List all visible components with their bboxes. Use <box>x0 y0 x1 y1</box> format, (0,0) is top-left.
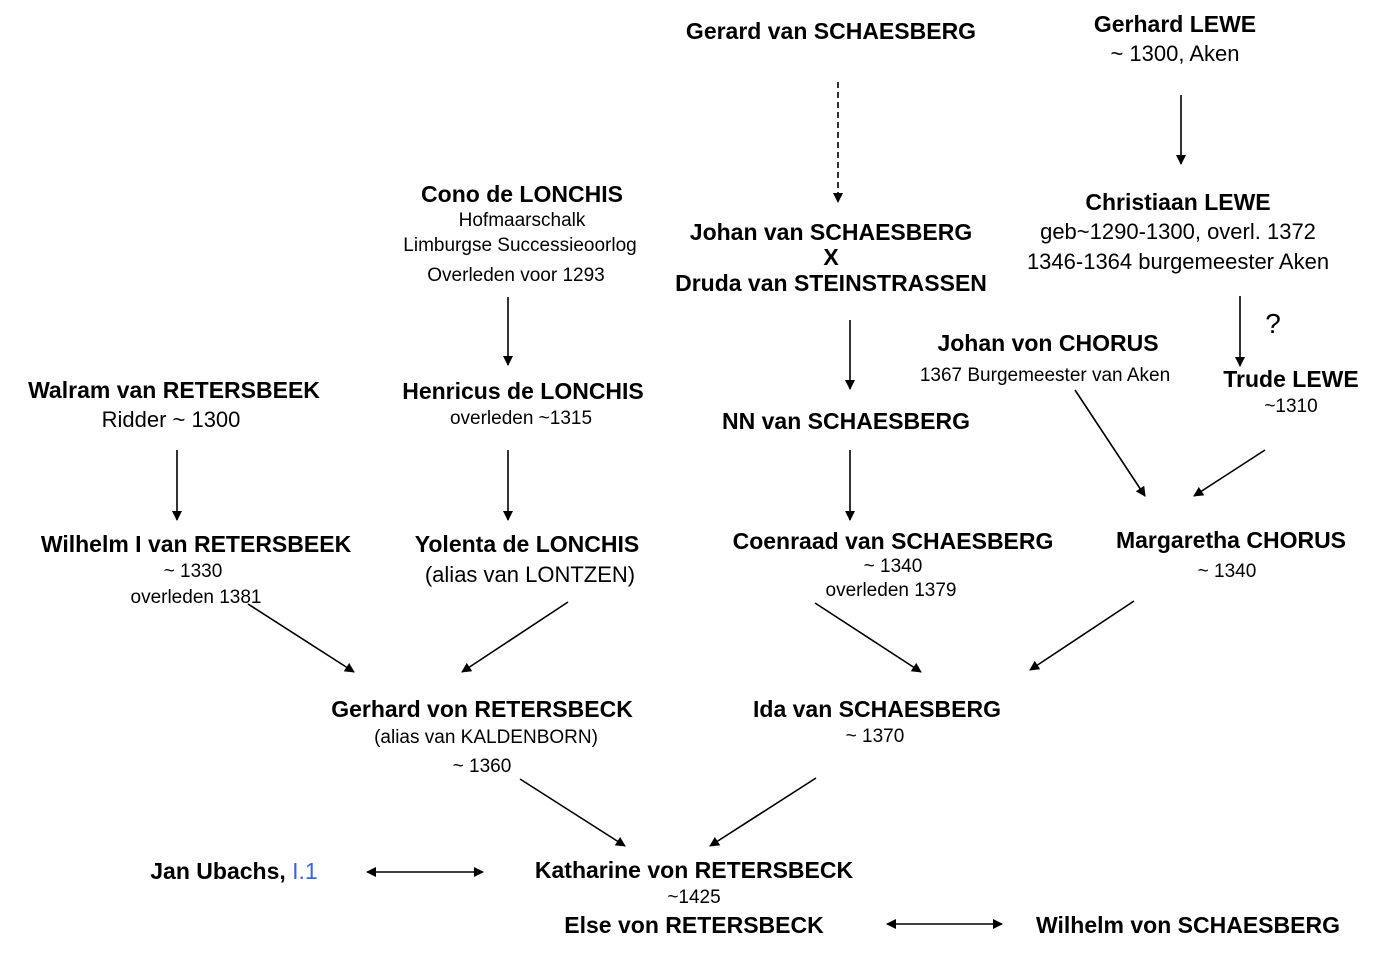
druda-name: Druda van STEINSTRASSEN <box>675 270 987 296</box>
ida-name: Ida van SCHAESBERG <box>753 696 1001 722</box>
trude-name: Trude LEWE <box>1223 366 1359 392</box>
gerard-schaesberg-name: Gerard van SCHAESBERG <box>685 18 977 44</box>
henricus-info: overleden ~1315 <box>449 408 593 429</box>
ida-info: ~ 1370 <box>845 726 905 747</box>
cono-war: Limburgse Successieoorlog <box>403 235 637 256</box>
jan-ubachs-name: Jan Ubachs, <box>150 858 286 884</box>
cono-death: Overleden voor 1293 <box>427 265 605 286</box>
katharine-name: Katharine von RETERSBECK <box>534 857 854 883</box>
katharine-info: ~1425 <box>667 887 721 908</box>
johan-schaesberg-name: Johan van SCHAESBERG <box>689 219 973 245</box>
arrow-ida-to-katharine <box>709 777 817 847</box>
walram-name: Walram van RETERSBEEK <box>28 377 320 403</box>
walram-info: Ridder ~ 1300 <box>101 407 241 432</box>
margaretha-info: ~ 1340 <box>1197 561 1257 582</box>
johan-chorus-info: 1367 Burgemeester van Aken <box>919 365 1171 386</box>
else-name: Else von RETERSBECK <box>564 912 824 938</box>
cono-name: Cono de LONCHIS <box>421 181 623 207</box>
arrow-wilhelm-to-gerhard <box>247 603 355 673</box>
arrow-johan-chorus-to-margaretha <box>1074 389 1146 497</box>
johan-chorus-name: Johan von CHORUS <box>937 330 1159 356</box>
gerhard-lewe-info: ~ 1300, Aken <box>1110 41 1240 66</box>
marriage-x: X <box>823 244 839 270</box>
trude-info: ~1310 <box>1264 396 1318 417</box>
coenraad-name: Coenraad van SCHAESBERG <box>732 528 1054 554</box>
coenraad-born: ~ 1340 <box>863 556 923 577</box>
yolenta-name: Yolenta de LONCHIS <box>414 531 640 557</box>
uncertain-mark: ? <box>1265 308 1281 339</box>
cono-title: Hofmaarschalk <box>458 210 586 231</box>
arrow-coenraad-to-ida <box>814 602 922 673</box>
gerhard-retersbeck-born: ~ 1360 <box>452 756 512 777</box>
margaretha-name: Margaretha CHORUS <box>1115 527 1347 553</box>
gerhard-retersbeck-name: Gerhard von RETERSBECK <box>331 696 633 722</box>
wilhelm-name: Wilhelm I van RETERSBEEK <box>40 531 352 557</box>
arrow-trude-to-margaretha <box>1193 449 1266 497</box>
henricus-name: Henricus de LONCHIS <box>402 378 644 404</box>
nn-name: NN van SCHAESBERG <box>722 408 970 434</box>
reference-link-i1[interactable]: I.1 <box>292 858 318 884</box>
wilhelm-death: overleden 1381 <box>130 587 262 608</box>
yolenta-alias: (alias van LONTZEN) <box>424 562 636 587</box>
arrow-gerhard-to-katharine <box>519 778 626 847</box>
coenraad-death: overleden 1379 <box>825 580 957 601</box>
arrow-yolenta-to-gerhard <box>461 601 569 673</box>
wilhelm-schaesberg-name: Wilhelm von SCHAESBERG <box>1036 912 1340 938</box>
gerhard-lewe-name: Gerhard LEWE <box>1093 11 1257 37</box>
christiaan-dates: geb~1290-1300, overl. 1372 <box>1040 219 1316 244</box>
gerhard-retersbeck-alias: (alias van KALDENBORN) <box>374 727 598 748</box>
jan-ubachs: Jan Ubachs, I.1 <box>150 860 317 883</box>
christiaan-office: 1346-1364 burgemeester Aken <box>1026 249 1330 274</box>
wilhelm-born: ~ 1330 <box>163 561 223 582</box>
christiaan-name: Christiaan LEWE <box>1085 189 1271 215</box>
arrow-margaretha-to-ida <box>1029 600 1135 671</box>
